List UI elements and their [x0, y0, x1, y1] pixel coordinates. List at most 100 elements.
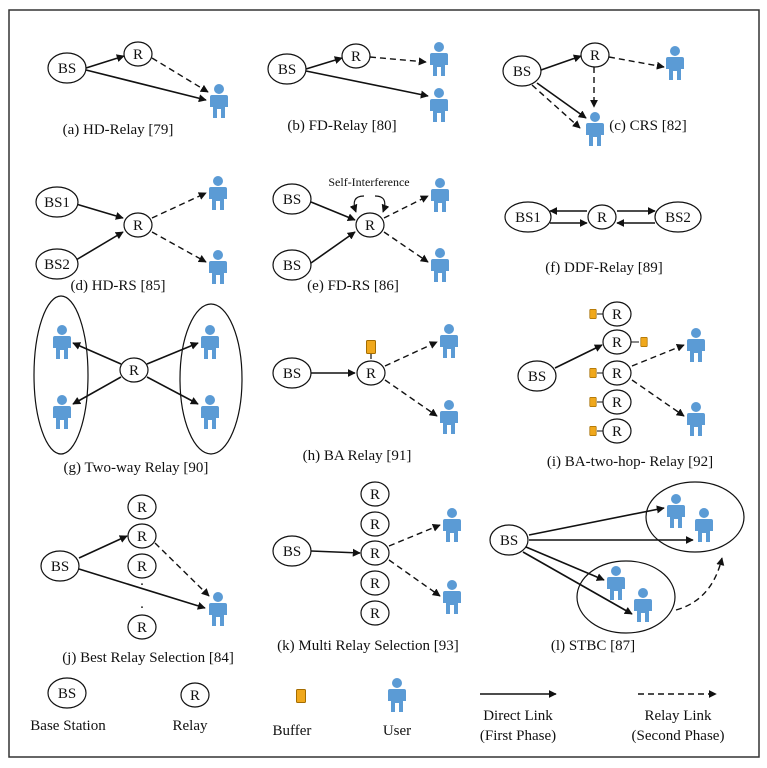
relay-label: R [137, 500, 147, 516]
user-icon [53, 395, 71, 429]
buffer-icon [640, 336, 648, 348]
buffer-icon [366, 340, 376, 354]
user-icon [53, 325, 71, 359]
user-group-left [33, 295, 89, 455]
base-station-node [47, 52, 87, 84]
base-station-label: BS [283, 258, 301, 274]
panel-a-hd-relay: BS R (a) HD-Relay [79] [47, 41, 228, 138]
relay-label: R [366, 366, 376, 382]
buffer-icon [589, 308, 597, 320]
user-icon [209, 176, 227, 210]
ellipsis-dot: · [140, 577, 145, 593]
panel-l-stbc: BS (l) STBC [87] [489, 481, 745, 654]
relay-label: R [351, 49, 361, 65]
base-station-1-node [35, 186, 79, 218]
relay-node [355, 212, 385, 238]
panel-h-ba-relay: BS R (h) BA Relay [91] [272, 324, 458, 464]
user-icon [209, 250, 227, 284]
relay-label: R [370, 576, 380, 592]
user-icon [388, 678, 406, 712]
base-station-node [40, 550, 80, 582]
caption-h: (h) BA Relay [91] [303, 448, 412, 464]
base-station-label: BS [528, 369, 546, 385]
base-station-node [517, 360, 557, 392]
relay-node [123, 212, 153, 238]
relay-label: R [612, 307, 622, 323]
caption-k: (k) Multi Relay Selection [93] [277, 638, 459, 654]
panel-i-ba-two-hop-relay: BS R R R R R (i) BA-two-hop- Relay [92] [517, 301, 713, 470]
buffer-icon [589, 425, 597, 437]
relay-label: R [370, 517, 380, 533]
base-station-node [267, 53, 307, 85]
base-station-label: BS [500, 533, 518, 549]
figure-border [8, 9, 760, 758]
relay-label: R [612, 335, 622, 351]
relay-node [587, 204, 617, 230]
caption-f: (f) DDF-Relay [89] [545, 260, 662, 276]
panel-e-fd-rs: Self-Interference BS BS R (e) FD-RS [86] [272, 175, 449, 294]
legend-direct-link-label: Direct Link [483, 708, 553, 724]
relay-node [360, 481, 390, 507]
base-station-label: BS [513, 64, 531, 80]
base-station-label: BS [283, 366, 301, 382]
relay-node [602, 329, 632, 355]
caption-b: (b) FD-Relay [80] [287, 118, 396, 134]
base-station-label: BS [283, 192, 301, 208]
base-station-1-node [504, 201, 552, 233]
user-icon [443, 580, 461, 614]
base-station-label: BS [283, 544, 301, 560]
relay-label: R [137, 529, 147, 545]
relay-node [602, 418, 632, 444]
base-station-node [502, 55, 542, 87]
self-interference-label: Self-Interference [328, 175, 409, 189]
legend-relay: R Relay [173, 682, 210, 734]
relay-label: R [365, 218, 375, 234]
caption-e: (e) FD-RS [86] [307, 278, 399, 294]
user-icon [210, 84, 228, 118]
buffer-icon [589, 396, 597, 408]
relay-label: R [137, 620, 147, 636]
caption-c: (c) CRS [82] [609, 118, 687, 134]
user-icon [430, 88, 448, 122]
relay-label: R [133, 47, 143, 63]
legend: BS Base Station R Relay Buffer User Dire… [30, 677, 725, 744]
user-icon [586, 112, 604, 146]
base-station-node [272, 249, 312, 281]
relay-node [119, 357, 149, 383]
legend-base-station-label: Base Station [30, 718, 106, 734]
relay-label: R [137, 559, 147, 575]
panel-d-hd-rs: BS1 BS2 R (d) HD-RS [85] [35, 176, 227, 294]
relay-label: R [590, 48, 600, 64]
legend-buffer: Buffer [273, 688, 311, 739]
base-station-2-label: BS2 [665, 210, 691, 226]
user-icon [695, 508, 713, 542]
relay-node [360, 540, 390, 566]
legend-relay-link-phase: (Second Phase) [632, 728, 725, 744]
user-icon [667, 494, 685, 528]
relay-node [356, 360, 386, 386]
base-station-2-node [654, 201, 702, 233]
caption-j: (j) Best Relay Selection [84] [62, 650, 234, 666]
base-station-1-label: BS1 [44, 195, 70, 211]
ellipsis-dot: · [140, 600, 145, 616]
user-icon [443, 508, 461, 542]
caption-i: (i) BA-two-hop- Relay [92] [547, 454, 713, 470]
base-station-label: BS [58, 61, 76, 77]
legend-relay-label: Relay [173, 718, 208, 734]
relay-node [602, 301, 632, 327]
relay-label: R [370, 606, 380, 622]
caption-l: (l) STBC [87] [551, 638, 635, 654]
base-station-label: BS [51, 559, 69, 575]
buffer-icon [295, 688, 307, 704]
user-icon [687, 328, 705, 362]
relay-label: R [129, 363, 139, 379]
relay-node [360, 600, 390, 626]
base-station-2-node [35, 248, 79, 280]
relay-label: R [370, 546, 380, 562]
relay-label: R [612, 395, 622, 411]
user-group-right [179, 303, 243, 455]
legend-direct-link: Direct Link (First Phase) [480, 690, 557, 744]
base-station-label: BS [278, 62, 296, 78]
panel-g-two-way-relay: R (g) Two-way Relay [90] [33, 295, 243, 476]
relay-node [602, 389, 632, 415]
